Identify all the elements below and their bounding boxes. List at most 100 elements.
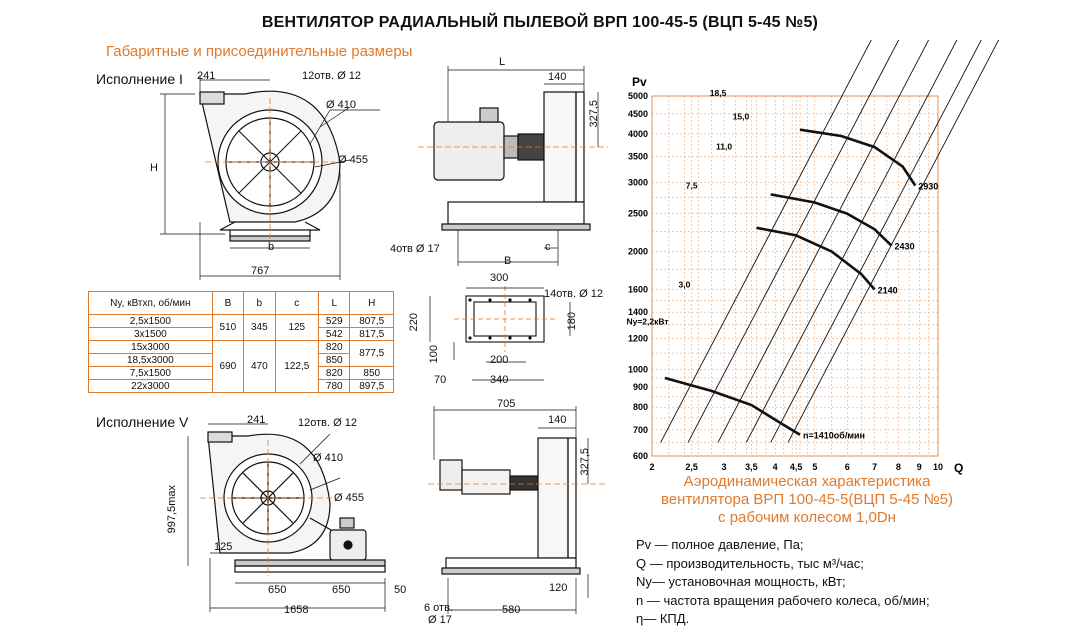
efficiency-line [660, 40, 872, 443]
legend-item: η— КПД. [636, 611, 690, 626]
dim-300: 300 [490, 272, 509, 284]
x-tick-label: 5 [812, 462, 817, 472]
version-1-side-view [418, 66, 608, 266]
y-tick-label: 4000 [628, 129, 648, 139]
y-tick-label: 3000 [628, 178, 648, 188]
dim-d17: Ø 17 [428, 614, 452, 626]
dim-50: 50 [394, 584, 407, 596]
efficiency-line [717, 40, 930, 443]
efficiency-line [770, 40, 982, 443]
aerodynamic-chart: η=0,480,500,520,520,500,48 n=1410об/мин 2… [626, 40, 1000, 475]
y-tick-label: 5000 [628, 91, 648, 101]
x-tick-label: 4,5 [790, 462, 803, 472]
dim-125-v: 125 [214, 541, 233, 553]
dim-220: 220 [408, 313, 420, 332]
dim-holes-14: 14отв. Ø 12 [544, 288, 603, 300]
th-L: L [318, 291, 351, 315]
y-tick-label: 2000 [628, 247, 648, 257]
caption-line-1: Аэродинамическая характеристика [683, 473, 931, 490]
legend-item: Ny— установочная мощность, кВт; [636, 574, 846, 589]
dim-241-v: 241 [247, 414, 266, 426]
efficiency-line [745, 40, 958, 443]
rpm-curve [770, 193, 893, 247]
dim-d410-v: Ø 410 [313, 452, 343, 464]
legend-item: Q — производительность, тыс м³/час; [636, 555, 864, 571]
x-tick-label: 4 [773, 462, 778, 472]
dim-180: 180 [566, 312, 578, 331]
chart-caption: Аэродинамическая характеристика вентилят… [612, 473, 1002, 527]
drawing-subtitle: Габаритные и присоединительные размеры [106, 43, 413, 60]
dim-70: 70 [434, 374, 447, 386]
x-tick-label: 3 [722, 462, 727, 472]
rpm-label: 2140 [878, 285, 898, 295]
page-title: ВЕНТИЛЯТОР РАДИАЛЬНЫЙ ПЫЛЕВОЙ ВРП 100-45… [261, 14, 819, 31]
y-tick-label: 2500 [628, 209, 648, 219]
dim-d410: Ø 410 [326, 99, 356, 111]
dim-1658: 1658 [284, 604, 309, 616]
y-tick-label: 1000 [628, 364, 648, 374]
legend-list: Pv — полное давление, Па; Q — производит… [636, 536, 930, 629]
spec-table: Ny, кВтхп, об/мин B b c L H 2,5х1500 510… [88, 291, 394, 393]
x-tick-label: 3,5 [745, 462, 758, 472]
dim-L: L [499, 56, 506, 68]
rpm-label: 2930 [918, 182, 938, 192]
dim-140-v: 140 [548, 414, 567, 426]
y-tick-label: 700 [633, 425, 648, 435]
power-label: 18,5 [710, 88, 727, 98]
dim-120: 120 [549, 582, 568, 594]
efficiency-line [787, 40, 1000, 443]
dim-6-holes: 6 отв. [424, 602, 453, 614]
y-axis-label: Pv [632, 75, 647, 89]
dim-c: c [545, 241, 551, 253]
x-tick-label: 6 [845, 462, 850, 472]
rpm-curve [756, 226, 876, 291]
dim-650-right: 650 [332, 584, 351, 596]
x-axis-label: Q [954, 461, 963, 475]
efficiency-lines: η=0,480,500,520,520,500,48 [660, 40, 1000, 443]
dim-holes-17: 4отв Ø 17 [390, 243, 440, 255]
power-label: 3,0 [678, 279, 690, 289]
x-tick-label: 2 [649, 462, 654, 472]
x-tick-label: 8 [896, 462, 901, 472]
x-tick-label: 2,5 [685, 462, 698, 472]
version-1-label: Исполнение I [96, 71, 183, 87]
x-tick-label: 9 [917, 462, 922, 472]
efficiency-line [687, 40, 900, 443]
th-H: H [349, 291, 394, 315]
y-tick-label: 1200 [628, 333, 648, 343]
power-label: 11,0 [716, 141, 732, 151]
version-5-label: Исполнение V [96, 414, 189, 430]
power-label: 15,0 [733, 112, 750, 122]
y-tick-label: 1600 [628, 284, 648, 294]
dim-b: b [268, 241, 275, 253]
y-tick-label: 800 [633, 402, 648, 412]
dim-705: 705 [497, 398, 516, 410]
y-tick-label: 1400 [628, 307, 648, 317]
dim-327-5: 327,5 [588, 100, 600, 128]
dim-580: 580 [502, 604, 521, 616]
rpm-curve [799, 128, 917, 187]
dim-650-left: 650 [268, 584, 287, 596]
table-row: 15х3000 690 470 122,5 820 877,5 [88, 340, 394, 393]
version-5-side-view [428, 406, 608, 614]
power-label: Ny=2,2кВт [626, 317, 668, 327]
flange-view [429, 286, 571, 381]
th-c: c [274, 291, 320, 315]
dim-340: 340 [490, 374, 509, 386]
chart-grid [651, 95, 939, 457]
table-row: 2,5х1500 510 345 125 529 807,5 [88, 314, 394, 341]
chart-frame [651, 95, 939, 457]
dim-200: 200 [490, 354, 509, 366]
x-tick-label: 10 [933, 462, 943, 472]
rpm-label: n=1410об/мин [803, 431, 865, 441]
caption-line-3: с рабочим колесом 1,0Dн [718, 509, 896, 526]
dim-holes-12: 12отв. Ø 12 [302, 70, 361, 82]
dim-241: 241 [197, 70, 216, 82]
y-tick-label: 3500 [628, 152, 648, 162]
version-1-front-view [160, 76, 380, 280]
dim-100: 100 [428, 345, 440, 364]
th-B: B [211, 291, 245, 315]
version-5-front-view [187, 423, 386, 612]
